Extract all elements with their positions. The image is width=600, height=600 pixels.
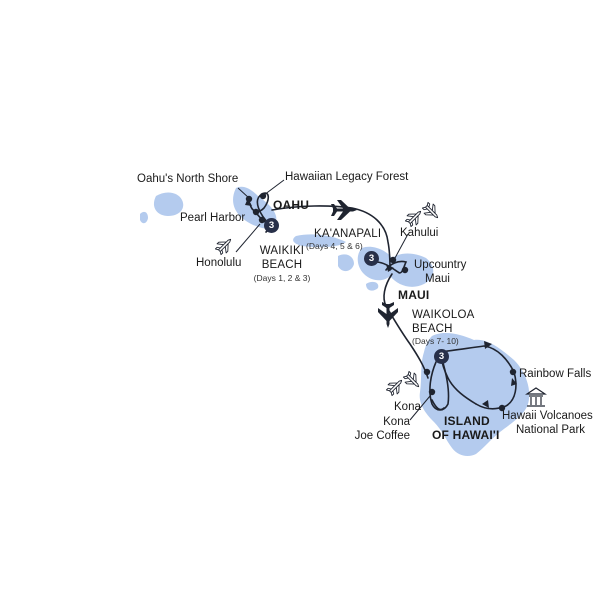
- label-rainbow-falls: Rainbow Falls: [519, 368, 592, 380]
- volcanoes-line1: Hawaii Volcanoes: [502, 410, 593, 422]
- volcanoes-line2: National Park: [516, 424, 586, 436]
- waikoloa-line2: BEACH: [412, 323, 453, 335]
- dot-upcountry: [401, 266, 409, 274]
- label-oahu: OAHU: [273, 198, 310, 212]
- kahoolawe-island: [366, 281, 379, 291]
- molokai-island: [293, 234, 346, 248]
- leader-north-shore: [237, 187, 250, 199]
- dot-pearl-harbor: [252, 208, 260, 216]
- national-park-icon: [525, 387, 547, 407]
- route-kona-coffee: [431, 399, 445, 411]
- label-waikiki: WAIKIKI BEACH: [252, 244, 312, 272]
- kauai-island: [153, 192, 184, 216]
- label-upcountry: Upcountry Maui: [414, 258, 466, 286]
- waikoloa-line1: WAIKOLOA: [412, 309, 475, 321]
- airport-kona-icon-2: [402, 370, 420, 388]
- airplane-icon: [378, 302, 398, 328]
- upcountry-line2: Maui: [425, 273, 450, 285]
- label-waikoloa: WAIKOLOA BEACH: [412, 308, 475, 336]
- leader-legacy-forest: [263, 179, 285, 196]
- dot-kona-coffee: [428, 388, 436, 396]
- leader-kahului: [394, 233, 409, 259]
- waikiki-line1: WAIKIKI: [259, 245, 305, 257]
- leader-lines: [235, 179, 431, 421]
- lanai-island: [338, 254, 354, 272]
- dot-north-shore: [245, 195, 253, 203]
- label-legacy-forest: Hawaiian Legacy Forest: [285, 171, 409, 183]
- label-honolulu: Honolulu: [196, 257, 242, 269]
- route-maui-to-hawaii: [383, 273, 429, 379]
- label-waikoloa-days: (Days 7- 10): [412, 336, 459, 346]
- kona-coffee-line2: Joe Coffee: [354, 430, 410, 442]
- airplane-icon: [331, 200, 357, 220]
- upcountry-line1: Upcountry: [414, 259, 467, 271]
- label-pearl-harbor: Pearl Harbor: [180, 212, 246, 224]
- stop-dots: [245, 192, 517, 412]
- label-kaanapali-days: (Days 4, 5 & 6): [306, 241, 363, 251]
- dot-honolulu: [258, 216, 266, 224]
- flight-icons: [331, 200, 398, 328]
- arrow-rainbow-south: [511, 378, 517, 386]
- label-hawaii-island: ISLAND OF HAWAI'I: [432, 414, 500, 442]
- airport-kahului-icon: [404, 210, 422, 228]
- stay-badge-waikiki: 3: [264, 218, 279, 233]
- hawaii-island: [419, 333, 530, 456]
- leader-honolulu: [235, 223, 261, 253]
- dot-kahului: [389, 256, 397, 264]
- dot-kona: [423, 368, 431, 376]
- label-kona: Kona: [394, 401, 421, 413]
- hawaii-island-line2: OF HAWAI'I: [432, 428, 500, 442]
- route-oahu-to-maui: [271, 205, 391, 271]
- arrow-maui-entry: [386, 264, 394, 272]
- label-kaanapali: KA'ANAPALI: [314, 228, 382, 240]
- label-waikiki-days: (Days 1, 2 & 3): [253, 273, 311, 283]
- label-volcanoes: Hawaii Volcanoes National Park: [502, 409, 593, 437]
- kona-coffee-line1: Kona: [383, 416, 410, 428]
- dot-rainbow-falls: [509, 368, 517, 376]
- airport-kona-icon: [385, 379, 403, 397]
- label-north-shore: Oahu's North Shore: [137, 173, 239, 185]
- waikiki-line2: BEACH: [261, 259, 303, 271]
- stay-badge-waikoloa: 3: [434, 349, 449, 364]
- airport-honolulu-icon: [214, 238, 232, 256]
- hawaii-island-line1: ISLAND: [444, 414, 490, 428]
- airport-icons: [214, 201, 439, 397]
- airport-kahului-icon-2: [421, 201, 439, 219]
- label-kona-coffee: Kona Joe Coffee: [330, 415, 410, 443]
- oahu-island: [233, 186, 277, 229]
- arrow-waikoloa-east: [484, 341, 492, 349]
- label-kahului: Kahului: [400, 227, 439, 239]
- niihau-island: [140, 211, 148, 224]
- arrow-volcano-west: [482, 400, 489, 408]
- label-maui: MAUI: [398, 288, 430, 302]
- dot-volcanoes: [498, 404, 506, 412]
- stay-badge-kaanapali: 3: [364, 251, 379, 266]
- leader-kona-coffee: [409, 395, 431, 421]
